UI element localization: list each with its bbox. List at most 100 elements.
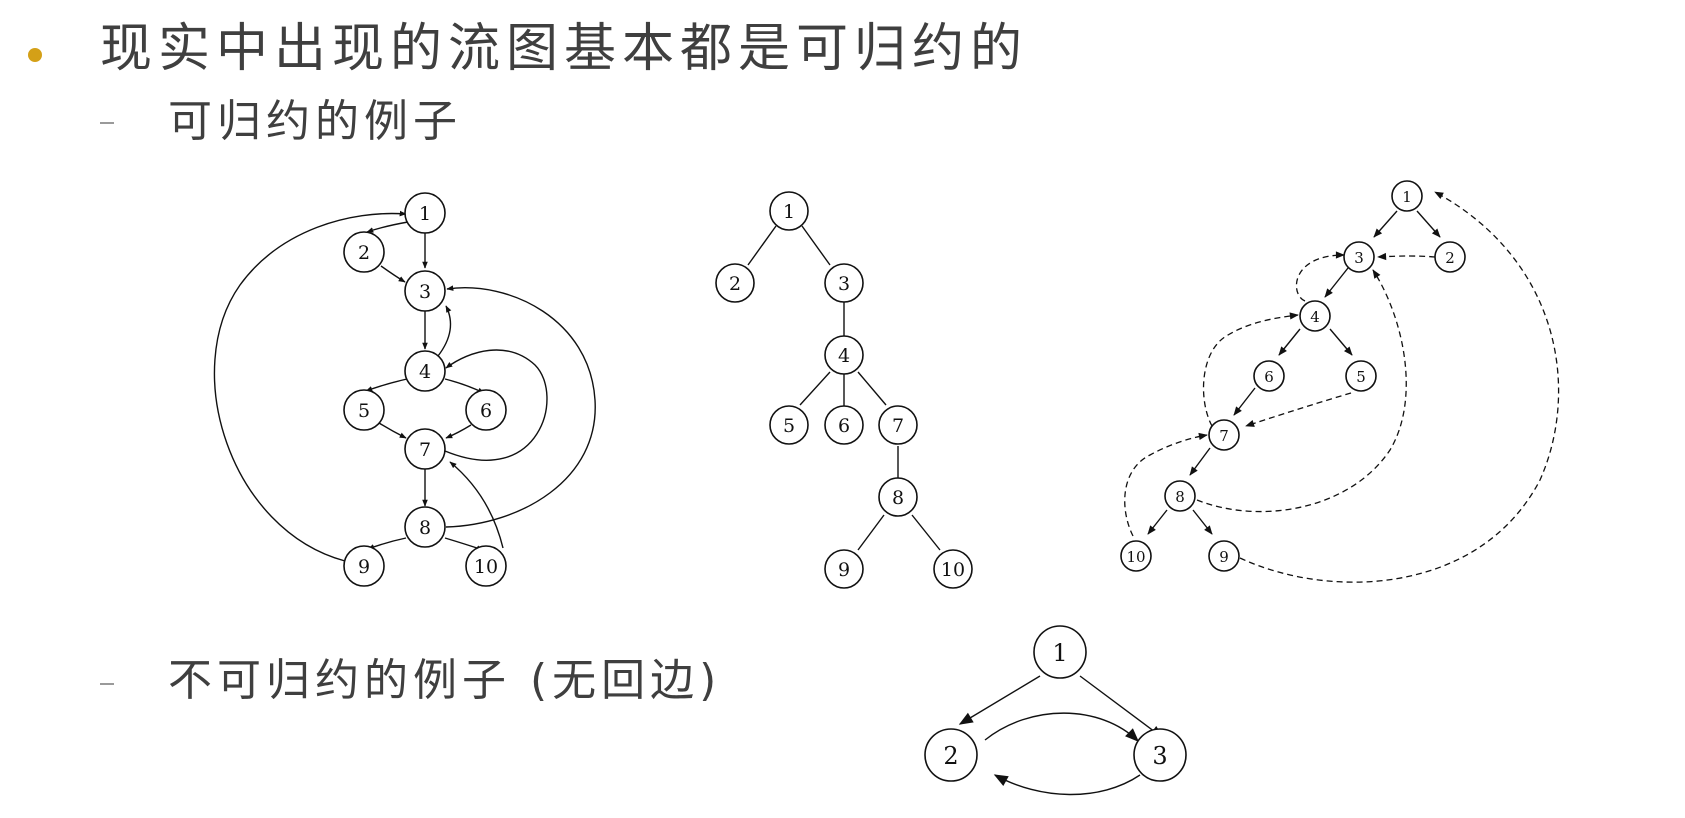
svg-text:2: 2 xyxy=(1445,249,1455,267)
svg-text:1: 1 xyxy=(1402,188,1412,206)
svg-text:1: 1 xyxy=(1052,639,1067,667)
dom-node-9: 9 xyxy=(824,549,864,589)
dfst-tree-edge-4-6 xyxy=(1278,328,1301,356)
dfst-node-3: 3 xyxy=(1343,241,1375,273)
svg-text:10: 10 xyxy=(474,556,498,578)
tree-edge-1-3 xyxy=(801,225,831,266)
irr-node-2: 2 xyxy=(924,728,978,782)
svg-text:5: 5 xyxy=(783,415,795,437)
dominator-tree xyxy=(747,225,941,551)
dfst-tree-edge-3-4 xyxy=(1324,267,1349,298)
svg-text:4: 4 xyxy=(1310,308,1320,326)
slide-heading: 现实中出现的流图基本都是可归约的 xyxy=(100,19,1029,79)
flow-node-1: 1 xyxy=(404,192,446,234)
dom-node-1: 1 xyxy=(769,191,809,231)
flow-node-8: 8 xyxy=(404,506,446,548)
dom-node-6: 6 xyxy=(824,405,864,445)
dfst-tree-edge-6-7 xyxy=(1233,387,1256,416)
edge-7-4 xyxy=(444,349,548,461)
edge-8-3 xyxy=(445,285,596,528)
back-edge-7-4 xyxy=(1202,312,1299,427)
dfst-node-6: 6 xyxy=(1253,360,1285,392)
tree-edge-4-5 xyxy=(799,371,831,406)
edge-9-1 xyxy=(213,210,407,562)
svg-text:6: 6 xyxy=(480,400,492,422)
svg-text:1: 1 xyxy=(419,203,431,225)
svg-text:8: 8 xyxy=(1175,488,1185,506)
svg-text:6: 6 xyxy=(838,415,850,437)
edge-4-5 xyxy=(365,378,408,392)
edge-2-3 xyxy=(380,265,406,283)
irr-edge-1-3 xyxy=(1079,675,1165,739)
dom-node-7: 7 xyxy=(878,405,918,445)
svg-text:7: 7 xyxy=(419,439,431,461)
flow-node-7: 7 xyxy=(404,428,446,470)
back-edge-10-7 xyxy=(1124,432,1208,537)
dom-node-5: 5 xyxy=(769,405,809,445)
dom-node-2: 2 xyxy=(715,263,755,303)
svg-text:8: 8 xyxy=(419,517,431,539)
svg-text:2: 2 xyxy=(943,742,958,770)
edge-8-9 xyxy=(367,537,407,550)
irreducible-nodes: 1 2 3 xyxy=(924,625,1187,782)
dfst-node-9: 9 xyxy=(1208,540,1240,572)
dom-node-10: 10 xyxy=(933,549,973,589)
back-edge-5-7 xyxy=(1245,392,1352,427)
back-edge-9-1 xyxy=(1239,191,1560,583)
dfst-tree-edge-1-2 xyxy=(1416,210,1441,238)
irr-edge-2-3 xyxy=(984,712,1140,742)
back-edge-8-3 xyxy=(1196,269,1407,513)
edge-1-2 xyxy=(366,221,409,233)
dom-node-3: 3 xyxy=(824,263,864,303)
irreducible-example-label: 不可归约的例子 (无回边) xyxy=(168,655,722,706)
svg-text:4: 4 xyxy=(838,345,850,367)
flow-node-3: 3 xyxy=(404,270,446,312)
irr-edge-1-2 xyxy=(958,675,1041,725)
flow-node-10: 10 xyxy=(465,545,507,587)
svg-text:1: 1 xyxy=(783,201,795,223)
dfst-node-8: 8 xyxy=(1164,480,1196,512)
irr-edge-3-2 xyxy=(993,774,1141,796)
dfst-node-2: 2 xyxy=(1434,241,1466,273)
svg-text:6: 6 xyxy=(1264,368,1274,386)
dfst-tree-edge-7-8 xyxy=(1189,447,1211,476)
dom-node-8: 8 xyxy=(878,477,918,517)
sub-bullet-dash xyxy=(100,683,114,685)
tree-edge-8-10 xyxy=(911,514,941,551)
sub-bullet-dash xyxy=(100,122,114,124)
svg-text:2: 2 xyxy=(358,242,370,264)
dfst-tree-edge-8-9 xyxy=(1192,509,1213,535)
flow-graph xyxy=(213,210,596,562)
svg-text:3: 3 xyxy=(1152,742,1167,770)
svg-text:9: 9 xyxy=(358,556,370,578)
svg-text:5: 5 xyxy=(358,400,370,422)
irr-node-3: 3 xyxy=(1133,728,1187,782)
svg-text:3: 3 xyxy=(838,273,850,295)
irr-node-1: 1 xyxy=(1033,625,1087,679)
flow-node-4: 4 xyxy=(404,350,446,392)
edge-4-3 xyxy=(437,305,452,357)
dom-node-4: 4 xyxy=(824,335,864,375)
svg-text:5: 5 xyxy=(1356,368,1366,386)
tree-edge-8-9 xyxy=(857,514,885,551)
reducible-example-label: 可归约的例子 xyxy=(168,96,462,147)
svg-text:9: 9 xyxy=(1219,548,1229,566)
edge-6-7 xyxy=(445,424,472,439)
dfst-tree-edge-4-5 xyxy=(1329,328,1353,356)
svg-text:9: 9 xyxy=(838,559,850,581)
dfst-node-5: 5 xyxy=(1345,360,1377,392)
flow-node-6: 6 xyxy=(465,389,507,431)
back-edge-4-3 xyxy=(1295,251,1345,302)
dominator-tree-nodes: 1 2 3 4 5 6 7 8 9 10 xyxy=(715,191,973,589)
edge-5-7 xyxy=(378,422,407,439)
flow-graph-nodes: 1 2 3 4 5 6 7 8 9 10 xyxy=(343,192,507,587)
flow-node-9: 9 xyxy=(343,545,385,587)
dfst-graph xyxy=(1124,191,1560,583)
svg-text:3: 3 xyxy=(1354,249,1364,267)
dfst-node-4: 4 xyxy=(1299,300,1331,332)
flow-node-2: 2 xyxy=(343,231,385,273)
svg-text:2: 2 xyxy=(729,273,741,295)
dfst-node-7: 7 xyxy=(1208,419,1240,451)
